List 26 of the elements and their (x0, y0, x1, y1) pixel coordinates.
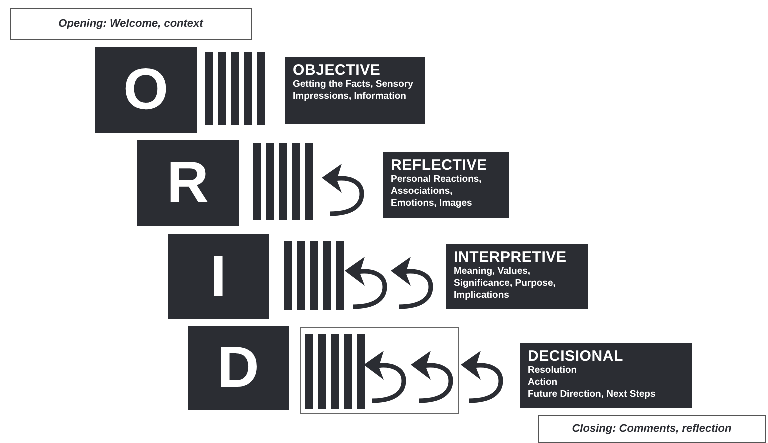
stage-heading: REFLECTIVE (391, 157, 488, 174)
stage-heading: OBJECTIVE (293, 62, 382, 79)
letter-box (95, 47, 197, 133)
letter-box (188, 326, 289, 410)
note-box (538, 415, 766, 443)
letter: O (123, 61, 169, 119)
stage-description: Action (528, 376, 559, 389)
stage-description: Resolution (528, 365, 578, 377)
stage-description: Future Direction, Next Steps (528, 388, 657, 401)
stage-box (520, 343, 692, 408)
letter: R (167, 154, 209, 212)
note-box (10, 8, 252, 40)
note-text: Opening: Welcome, context (58, 18, 204, 30)
letter: I (210, 248, 227, 306)
letter-box (168, 234, 269, 319)
note-text: Closing: Comments, reflection (572, 423, 732, 435)
stage-description: Getting the Facts, Sensory Impressions, Information (293, 79, 414, 103)
stage-box (285, 57, 425, 124)
letter: D (218, 339, 260, 397)
stage-heading: INTERPRETIVE (454, 249, 568, 266)
stage-box (383, 152, 509, 218)
letter-box (137, 140, 239, 226)
stage-description: Meaning, Values, Significance, Purpose, Implications (454, 266, 557, 302)
stage-description: Personal Reactions, Associations, Emotions, Images (391, 174, 483, 210)
stage-box (446, 244, 588, 309)
stage-heading: DECISIONAL (528, 348, 625, 365)
